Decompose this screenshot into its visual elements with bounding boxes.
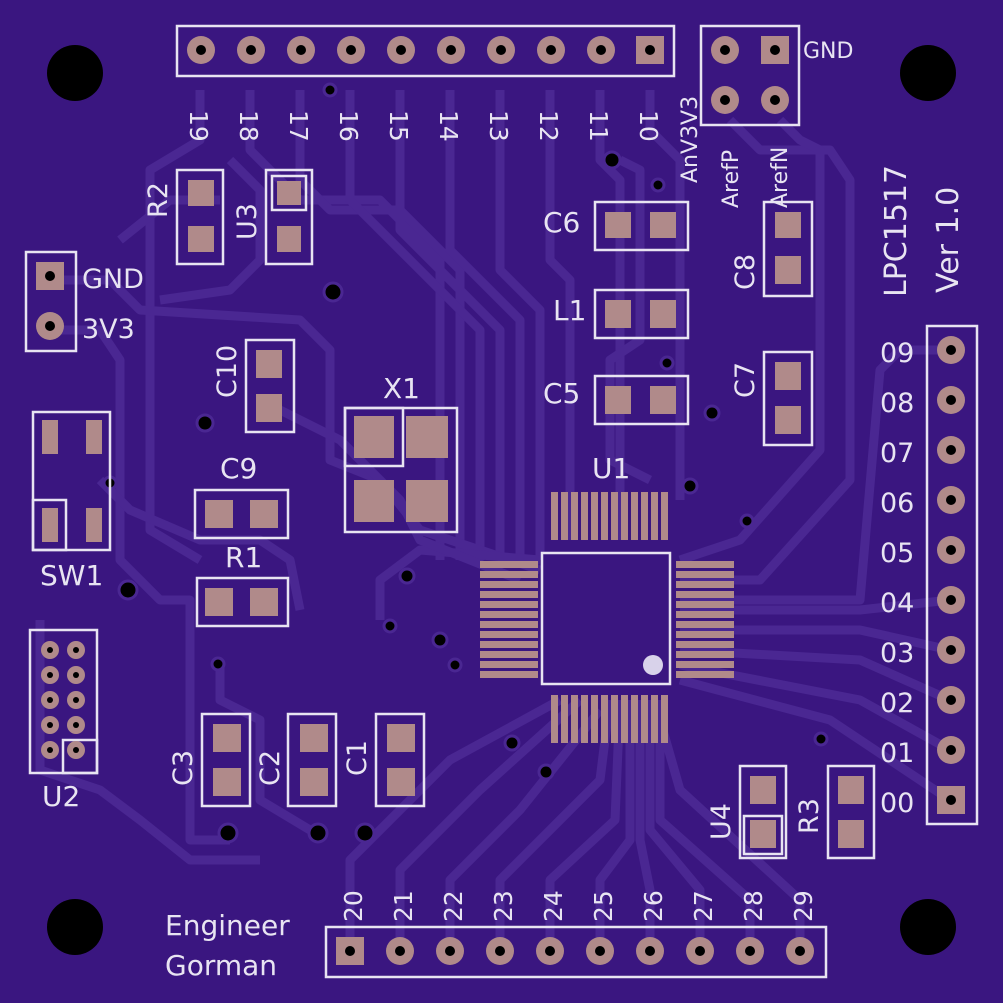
c7-footprint: C7 <box>730 350 814 447</box>
arefp-label: ArefP <box>719 150 744 208</box>
c7-label: C7 <box>730 362 761 398</box>
u1-pins-top <box>551 492 668 540</box>
top-pin-label: 14 <box>434 110 463 142</box>
u1-pins-left <box>480 561 538 678</box>
top-pin-label: 18 <box>234 110 263 142</box>
bottom-pin-label: 24 <box>539 890 568 922</box>
l1-footprint: L1 <box>553 288 690 340</box>
bottom-pin-label: 25 <box>589 890 618 922</box>
right-pin-label: 06 <box>880 488 914 519</box>
u3-footprint: U3 <box>232 168 314 266</box>
c10-label: C10 <box>212 345 243 398</box>
l1-label: L1 <box>553 294 586 327</box>
r1-label: R1 <box>225 541 262 574</box>
u4-label: U4 <box>706 803 737 840</box>
mounting-hole <box>900 45 956 101</box>
right-pin-label: 01 <box>880 738 914 769</box>
c3-label: C3 <box>168 750 199 786</box>
top-pin-label: 10 <box>634 110 663 142</box>
r2-footprint: R2 <box>143 168 225 266</box>
power-header: GND 3V3 <box>24 250 144 353</box>
top-pin-label: 11 <box>584 110 613 142</box>
r2-label: R2 <box>143 182 174 218</box>
arefn-label: ArefN <box>768 147 793 208</box>
r3-label: R3 <box>794 798 825 834</box>
top-pin-label: 16 <box>334 110 363 142</box>
right-pin-label: 05 <box>880 538 914 569</box>
u1-pin1-marker <box>643 655 663 675</box>
c6-footprint: C6 <box>543 200 690 252</box>
u1-label: U1 <box>592 452 630 485</box>
board-title: LPC1517 <box>879 165 914 297</box>
x1-footprint: X1 <box>343 372 459 534</box>
right-pin-label: 09 <box>880 338 914 369</box>
bottom-pin-label: 22 <box>439 890 468 922</box>
u2-label: U2 <box>42 780 80 813</box>
c10-footprint: C10 <box>212 338 296 434</box>
top-header-pads <box>187 36 664 64</box>
c1-footprint: C1 <box>342 712 426 808</box>
mounting-hole <box>47 45 103 101</box>
right-header: 09 08 07 06 05 04 03 02 01 00 <box>880 324 979 826</box>
c3-footprint: C3 <box>168 712 252 808</box>
right-pin-label: 02 <box>880 688 914 719</box>
top-pin-label: 17 <box>284 110 313 142</box>
bottom-pin-label: 29 <box>789 890 818 922</box>
credit-line-1: Engineer <box>165 909 290 942</box>
x1-label: X1 <box>383 372 420 405</box>
analog-header: GND AnV3V3 ArefP ArefN <box>678 24 853 208</box>
c9-label: C9 <box>220 452 257 485</box>
right-pin-label: 03 <box>880 638 914 669</box>
mounting-hole <box>47 899 103 955</box>
top-pin-label: 13 <box>484 110 513 142</box>
top-pin-label: 19 <box>184 110 213 142</box>
c6-label: C6 <box>543 206 580 239</box>
c9-footprint: C9 <box>193 452 290 540</box>
c2-footprint: C2 <box>255 712 338 808</box>
right-pin-label: 00 <box>880 788 914 819</box>
bottom-pin-label: 21 <box>389 890 418 922</box>
u2-footprint: U2 <box>28 628 99 813</box>
u1-footprint: U1 <box>480 452 734 743</box>
u3-label: U3 <box>232 203 263 240</box>
top-pin-label: 15 <box>384 110 413 142</box>
board-version: Ver 1.0 <box>931 187 966 293</box>
power-gnd-label: GND <box>82 264 144 295</box>
top-header-outline <box>175 24 676 78</box>
right-pin-label: 08 <box>880 388 914 419</box>
power-3v3-label: 3V3 <box>82 314 135 345</box>
c5-label: C5 <box>543 377 580 410</box>
bottom-header: 20 21 22 23 24 25 26 27 28 29 <box>324 890 828 979</box>
bottom-pin-label: 27 <box>689 890 718 922</box>
u1-pins-bottom <box>551 695 668 743</box>
top-header: 19 18 17 16 15 14 13 12 11 10 <box>175 24 676 142</box>
top-pin-label: 12 <box>534 110 563 142</box>
c8-footprint: C8 <box>730 200 814 298</box>
bottom-pin-label: 28 <box>739 890 768 922</box>
right-pin-label: 04 <box>880 588 914 619</box>
mounting-hole <box>900 899 956 955</box>
u4-footprint: U4 <box>706 764 788 860</box>
r3-footprint: R3 <box>794 764 876 860</box>
u1-pins-right <box>676 561 734 678</box>
sw1-footprint: SW1 <box>31 410 112 592</box>
anv3v3-label: AnV3V3 <box>678 96 703 183</box>
analog-gnd-label: GND <box>803 39 853 64</box>
right-pin-label: 07 <box>880 438 914 469</box>
c1-label: C1 <box>342 740 373 776</box>
c2-label: C2 <box>255 750 286 786</box>
copper-traces <box>35 90 953 950</box>
bottom-pin-label: 26 <box>639 890 668 922</box>
r1-footprint: R1 <box>195 541 290 628</box>
mounting-holes <box>47 45 956 955</box>
bottom-pin-label: 23 <box>489 890 518 922</box>
sw1-label: SW1 <box>40 559 103 592</box>
credit-line-2: Gorman <box>165 949 277 982</box>
c8-label: C8 <box>730 254 761 290</box>
c5-footprint: C5 <box>543 374 690 426</box>
bottom-pin-label: 20 <box>339 890 368 922</box>
